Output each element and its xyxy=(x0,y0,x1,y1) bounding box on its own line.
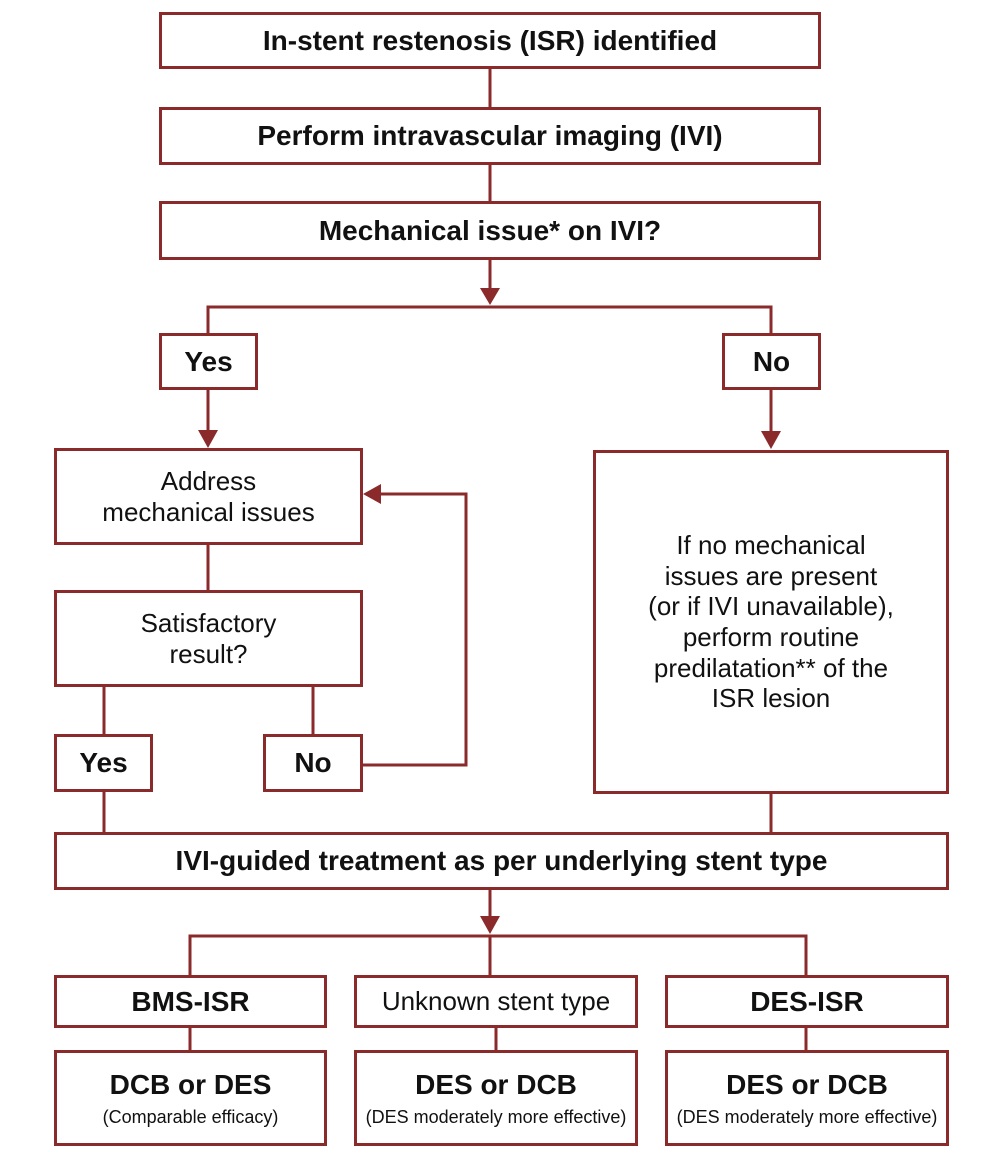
satisfactory-result-line-1: Satisfactory xyxy=(140,607,277,638)
arrowhead-ivi-guided-down xyxy=(480,916,500,934)
unknown-treatment-text: DES or DCB xyxy=(415,1068,577,1100)
address-mechanical-line-1: Address xyxy=(160,465,257,496)
no-bottom-box: No xyxy=(263,734,363,792)
connector-question-branch xyxy=(206,305,773,362)
no-mechanical-line-3: (or if IVI unavailable), xyxy=(648,591,894,622)
unknown-stent-type-text: Unknown stent type xyxy=(381,986,611,1017)
isr-identified-text: In-stent restenosis (ISR) identified xyxy=(262,24,718,56)
yes-top-text: Yes xyxy=(184,345,233,377)
ivi-guided-treatment-box: IVI-guided treatment as per underlying s… xyxy=(54,832,949,890)
bms-isr-box: BMS-ISR xyxy=(54,975,327,1028)
des-treatment-note: (DES moderately more effective) xyxy=(676,1106,938,1127)
yes-bottom-box: Yes xyxy=(54,734,153,792)
arrowhead-yes-to-address xyxy=(198,430,218,448)
perform-ivi-box: Perform intravascular imaging (IVI) xyxy=(159,107,821,165)
des-isr-text: DES-ISR xyxy=(750,985,864,1017)
unknown-stent-type-box: Unknown stent type xyxy=(354,975,638,1028)
address-mechanical-issues-box: Address mechanical issues xyxy=(54,448,363,545)
no-top-box: No xyxy=(722,333,821,390)
no-bottom-text: No xyxy=(294,747,332,779)
mechanical-issue-question-box: Mechanical issue* on IVI? xyxy=(159,201,821,260)
ivi-guided-treatment-text: IVI-guided treatment as per underlying s… xyxy=(175,845,828,877)
connector-stent-type-branch xyxy=(188,934,808,976)
des-treatment-box: DES or DCB (DES moderately more effectiv… xyxy=(665,1050,949,1146)
satisfactory-result-line-2: result? xyxy=(169,638,248,669)
perform-ivi-text: Perform intravascular imaging (IVI) xyxy=(257,120,723,152)
no-mechanical-line-1: If no mechanical xyxy=(676,529,866,560)
bms-treatment-note: (Comparable efficacy) xyxy=(102,1106,279,1127)
no-mechanical-line-4: perform routine xyxy=(682,622,860,652)
bms-treatment-box: DCB or DES (Comparable efficacy) xyxy=(54,1050,327,1146)
bms-treatment-text: DCB or DES xyxy=(109,1068,272,1100)
unknown-treatment-box: DES or DCB (DES moderately more effectiv… xyxy=(354,1050,638,1146)
arrowhead-question-down xyxy=(480,288,500,305)
no-top-text: No xyxy=(752,345,791,377)
no-mechanical-line-5: predilatation** of the xyxy=(653,652,889,683)
arrowhead-no-to-textbox xyxy=(761,431,781,449)
no-mechanical-line-2: issues are present xyxy=(664,560,878,591)
des-treatment-text: DES or DCB xyxy=(726,1068,888,1100)
address-mechanical-line-2: mechanical issues xyxy=(102,496,315,527)
des-isr-box: DES-ISR xyxy=(665,975,949,1028)
no-mechanical-issues-box: If no mechanical issues are present (or … xyxy=(593,450,949,794)
arrowhead-loop-back xyxy=(363,484,381,504)
yes-top-box: Yes xyxy=(159,333,258,390)
connector-no-loop-back xyxy=(362,492,468,767)
unknown-treatment-note: (DES moderately more effective) xyxy=(365,1106,627,1127)
isr-identified-box: In-stent restenosis (ISR) identified xyxy=(159,12,821,69)
no-mechanical-line-6: ISR lesion xyxy=(711,683,831,714)
yes-bottom-text: Yes xyxy=(79,747,128,779)
bms-isr-text: BMS-ISR xyxy=(131,985,250,1017)
mechanical-issue-question-text: Mechanical issue* on IVI? xyxy=(318,214,662,246)
satisfactory-result-box: Satisfactory result? xyxy=(54,590,363,687)
